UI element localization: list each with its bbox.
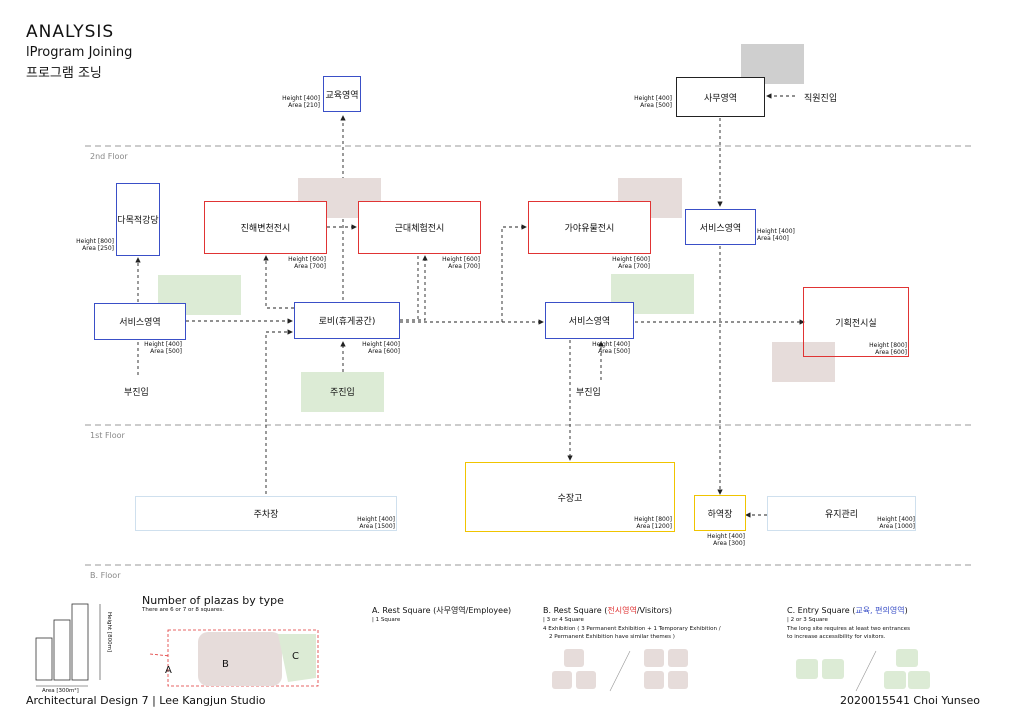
spec-maintenance: Height [400] Area [1000] (877, 516, 915, 530)
plaza-square (301, 372, 384, 412)
spec-storage: Height [800] Area [1200] (634, 516, 672, 530)
spec-unloading: Height [400] Area [300] (707, 533, 745, 547)
footer-left: Architectural Design 7 | Lee Kangjun Stu… (26, 694, 266, 707)
box-exhibit-3: 가야유물전시 (528, 201, 651, 254)
plazas-title: Number of plazas by type (142, 594, 284, 607)
mass-legend-graphic (35, 603, 101, 687)
box-office: 사무영역 (676, 77, 765, 117)
box-education: 교육영역 (323, 76, 361, 112)
box-auditorium: 다목적강당 (116, 183, 160, 256)
page-title: ANALYSIS (26, 22, 115, 42)
rest-b-desc-2: 4 Exhibition ( 3 Permanent Exhibition + … (543, 626, 721, 632)
spec-exhibit-1: Height [600] Area [700] (288, 256, 326, 270)
box-storage: 수장고 (465, 462, 675, 532)
box-unloading: 하역장 (694, 495, 746, 531)
footer-right: 2020015541 Choi Yunseo (839, 694, 980, 707)
plazas-subtitle: There are 6 or 7 or 8 squares. (142, 607, 224, 613)
rest-a-desc: | 1 Square (372, 617, 401, 623)
rest-b-squares-graphic (552, 649, 688, 692)
legend-area-label: Area [300m²] (42, 688, 79, 694)
entry-c-desc-1: | 2 or 3 Square (787, 617, 828, 623)
plaza-zone-graphic (149, 629, 319, 687)
entry-c-desc-3: to increase accessibility for visitors. (787, 634, 886, 640)
label-main-entry: 주진입 (330, 388, 355, 398)
rest-b-title: B. Rest Square (전시영역/Visitors) (543, 606, 673, 615)
spec-office: Height [400] Area [500] (634, 95, 672, 109)
rest-a-title: A. Rest Square (사무영역/Employee) (372, 606, 512, 615)
spec-service-mid: Height [400] Area [500] (592, 341, 630, 355)
spec-lobby: Height [400] Area [600] (362, 341, 400, 355)
floor-label-1st: 1st Floor (90, 431, 125, 440)
page-subtitle: lProgram Joining (26, 45, 133, 60)
box-parking: 주차장 (135, 496, 397, 531)
box-special-exhibit: 기획전시실 (803, 287, 909, 357)
rest-b-desc-1: | 3 or 4 Square (543, 617, 584, 623)
box-service-top: 서비스영역 (685, 209, 756, 245)
box-exhibit-2: 근대체험전시 (358, 201, 481, 254)
rest-b-desc-3: 2 Permanent Exhibition have similar them… (549, 634, 675, 640)
box-exhibit-1: 진해변천전시 (204, 201, 327, 254)
floor-label-2nd: 2nd Floor (90, 152, 128, 161)
spec-auditorium: Height [800] Area [250] (76, 238, 114, 252)
spec-special: Height [800] Area [600] (869, 342, 907, 356)
entry-c-desc-2: The long site requires at least two entr… (787, 626, 910, 632)
zone-b-label: B (222, 659, 229, 670)
zone-a-label: A (165, 665, 172, 676)
label-staff-entry: 직원진입 (804, 94, 838, 104)
box-service-mid: 서비스영역 (545, 302, 634, 339)
spec-exhibit-2: Height [600] Area [700] (442, 256, 480, 270)
spec-parking: Height [400] Area [1500] (357, 516, 395, 530)
floor-label-basement: B. Floor (90, 571, 121, 580)
spec-exhibit-3: Height [600] Area [700] (612, 256, 650, 270)
label-sub-entry-mid: 부진입 (576, 388, 601, 398)
zone-c-label: C (292, 651, 299, 662)
entry-c-squares-graphic (796, 649, 930, 692)
legend-height-label: Height [800m] (106, 612, 112, 653)
spec-service-left: Height [400] Area [500] (144, 341, 182, 355)
box-lobby: 로비(휴게공간) (294, 302, 400, 339)
entry-c-title: C. Entry Square (교육, 편의영역) (787, 606, 908, 615)
spec-service-top: Height [400] Area [400] (757, 228, 795, 242)
label-sub-entry-left: 부진입 (124, 388, 149, 398)
spec-education: Height [400] Area [210] (282, 95, 320, 109)
page-subtitle-kr: 프로그램 조닝 (26, 66, 102, 81)
box-maintenance: 유지관리 (767, 496, 916, 531)
box-service-left: 서비스영역 (94, 303, 186, 340)
